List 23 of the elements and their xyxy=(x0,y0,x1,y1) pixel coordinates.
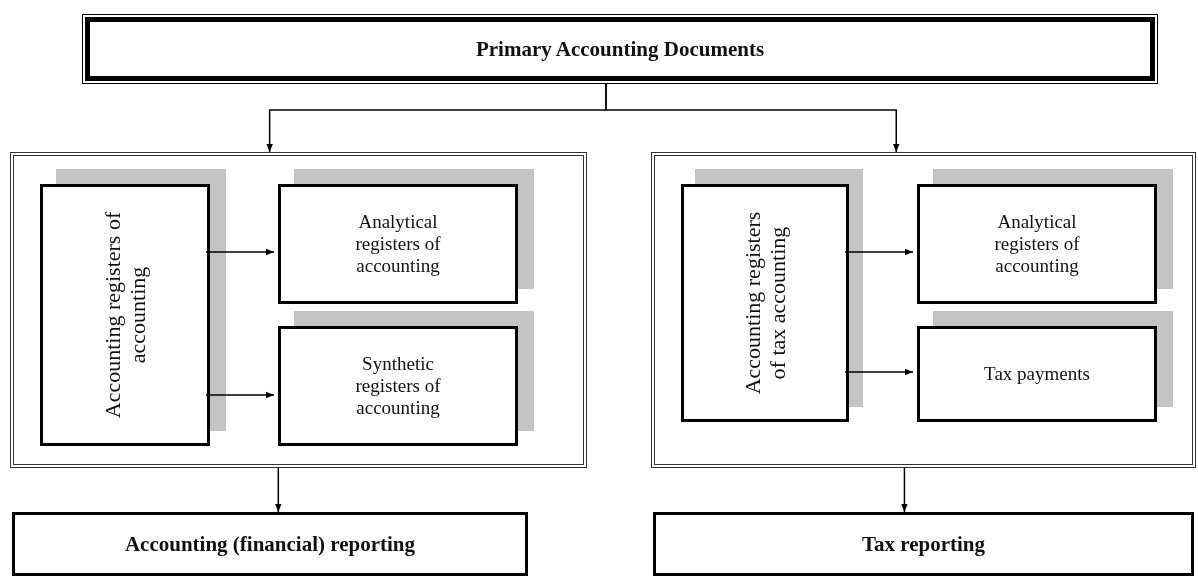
report-box xyxy=(653,512,1194,576)
box-label: Accounting registers of tax accounting xyxy=(739,210,791,397)
register-box xyxy=(40,184,210,446)
box-label: Accounting registers of accounting xyxy=(99,210,151,421)
register-box xyxy=(278,184,518,304)
box-label: Synthetic registers of accounting xyxy=(354,353,442,419)
box-label: Analytical registers of accounting xyxy=(354,211,442,277)
arrow xyxy=(275,467,282,513)
box-label: Accounting (financial) reporting xyxy=(123,531,417,557)
box-label: Tax reporting xyxy=(860,531,987,557)
arrow xyxy=(605,83,900,153)
title-box xyxy=(85,17,1155,81)
box-label: Primary Accounting Documents xyxy=(474,36,766,62)
register-box xyxy=(917,326,1157,422)
box-label: Tax payments xyxy=(983,363,1091,385)
register-box xyxy=(917,184,1157,304)
register-box xyxy=(681,184,849,422)
arrow xyxy=(901,467,908,513)
register-box xyxy=(278,326,518,446)
group-panel xyxy=(651,152,1196,468)
report-box xyxy=(12,512,528,576)
group-panel xyxy=(10,152,587,468)
box-label: Analytical registers of accounting xyxy=(993,211,1081,277)
